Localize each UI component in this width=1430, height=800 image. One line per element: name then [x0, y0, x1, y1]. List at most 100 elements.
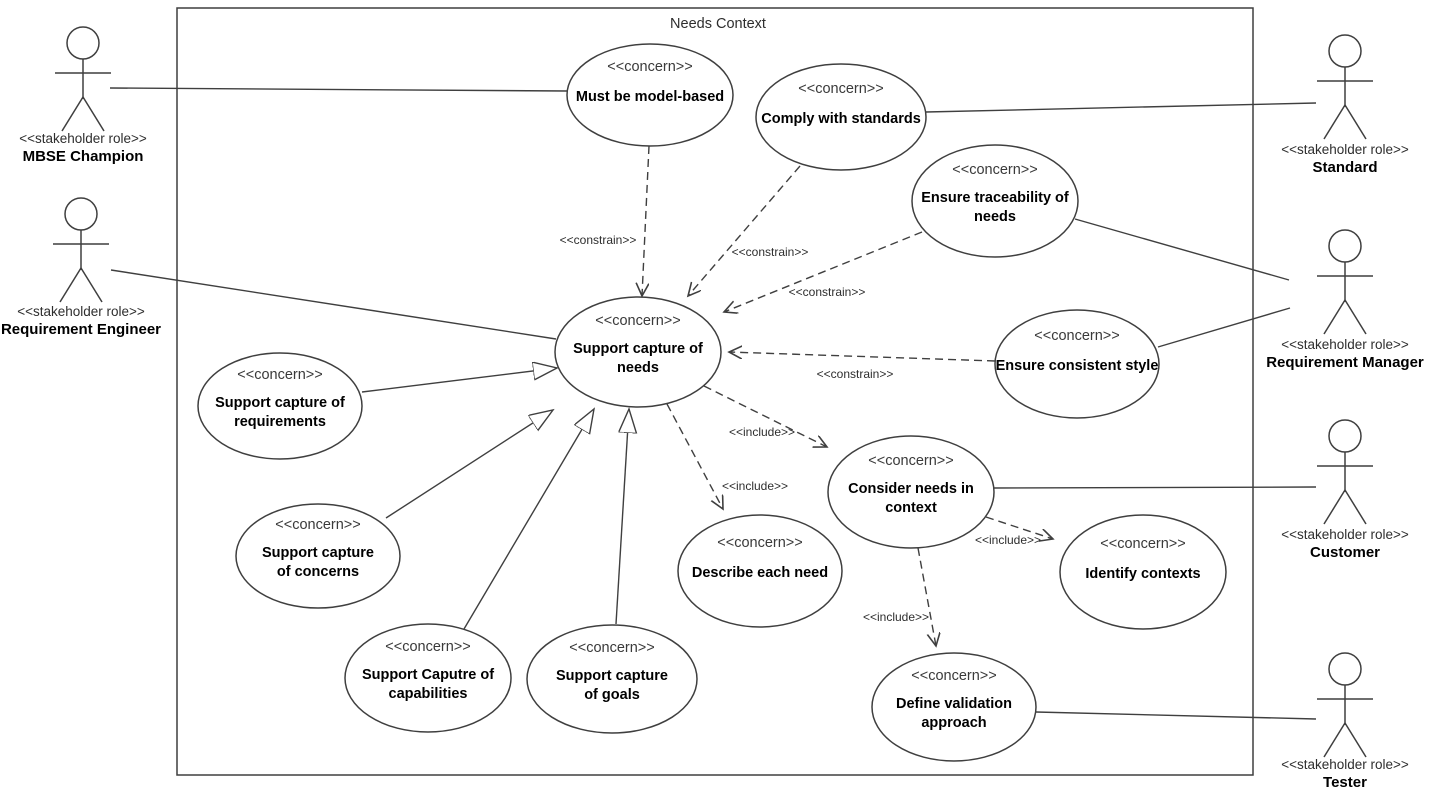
concern-ensure-traceability-of-needs: <<concern>> Ensure traceability of needs [911, 144, 1079, 258]
include-label: <<include>> [722, 479, 788, 493]
constrain-label: <<constrain>> [789, 285, 866, 299]
concern-ellipse [235, 503, 401, 609]
generalization-capabilities-to-needs [463, 409, 594, 630]
include-arrow-needs-consider [703, 385, 827, 447]
concern-name: Describe each need [692, 565, 828, 581]
actor-figure-icon [54, 26, 112, 132]
concern-stereotype: <<concern>> [595, 313, 680, 329]
concern-stereotype: <<concern>> [868, 453, 953, 469]
concern-name: Must be model-based [576, 89, 724, 105]
concern-name: Comply with standards [761, 111, 921, 127]
concern-name: Define validation [896, 696, 1012, 712]
actor-name: Requirement Engineer [1, 321, 161, 338]
actor-figure-icon [1316, 229, 1374, 335]
actor-name: MBSE Champion [23, 148, 144, 165]
concern-name: context [885, 500, 937, 516]
actor-requirement-manager: <<stakeholder role>> Requirement Manager [1266, 229, 1424, 371]
concern-name: Consider needs in [848, 481, 974, 497]
association-ensure-traceability-requirement-manager [1074, 218, 1290, 281]
concern-must-be-model-based: <<concern>> Must be model-based [566, 43, 734, 147]
concern-consider-needs-in-context: <<concern>> Consider needs in context [827, 435, 995, 549]
concern-support-capture-of-requirements: <<concern>> Support capture of requireme… [197, 352, 363, 460]
actor-figure-icon [1316, 652, 1374, 758]
concern-name: Support Caputre of [362, 667, 494, 683]
constrain-label: <<constrain>> [732, 245, 809, 259]
concern-name: requirements [234, 414, 326, 430]
concern-ellipse [755, 63, 927, 171]
actor-name: Requirement Manager [1266, 354, 1424, 371]
constrain-arrow-comply-with-standards [688, 165, 801, 296]
actor-stereotype: <<stakeholder role>> [1281, 142, 1409, 157]
concern-identify-contexts: <<concern>> Identify contexts [1059, 514, 1227, 630]
concern-ellipse [1059, 514, 1227, 630]
concern-stereotype: <<concern>> [607, 59, 692, 75]
concern-name: Support capture [556, 668, 668, 684]
concern-stereotype: <<concern>> [1100, 536, 1185, 552]
actor-stereotype: <<stakeholder role>> [1281, 337, 1409, 352]
concern-name: of goals [584, 687, 640, 703]
actor-figure-icon [1316, 34, 1374, 140]
concern-ellipse [827, 435, 995, 549]
constrain-label: <<constrain>> [817, 367, 894, 381]
constrain-label: <<constrain>> [560, 233, 637, 247]
concern-stereotype: <<concern>> [237, 367, 322, 383]
actor-stereotype: <<stakeholder role>> [1281, 757, 1409, 772]
concern-ellipse [526, 624, 698, 734]
concern-support-capture-of-concerns: <<concern>> Support capture of concerns [235, 503, 401, 609]
include-label: <<include>> [729, 425, 795, 439]
concern-name: needs [974, 209, 1016, 225]
actor-requirement-engineer: <<stakeholder role>> Requirement Enginee… [1, 197, 161, 338]
diagram-title: Needs Context [670, 16, 766, 32]
include-label: <<include>> [863, 610, 929, 624]
association-requirement-engineer-support-capture-of-needs [110, 269, 557, 340]
include-label: <<include>> [975, 533, 1041, 547]
concern-ensure-consistent-style: <<concern>> Ensure consistent style [994, 309, 1160, 419]
association-ensure-consistent-style-requirement-manager [1157, 307, 1291, 348]
actor-name: Tester [1323, 774, 1367, 791]
generalization-concerns-to-needs [385, 410, 553, 519]
concern-ellipse [197, 352, 363, 460]
concern-ellipse [911, 144, 1079, 258]
constrain-arrow-ensure-consistent-style [729, 352, 996, 362]
concern-describe-each-need: <<concern>> Describe each need [677, 514, 843, 628]
actor-stereotype: <<stakeholder role>> [17, 304, 145, 319]
concern-stereotype: <<concern>> [1034, 328, 1119, 344]
concern-name: approach [921, 715, 986, 731]
concern-ellipse [871, 652, 1037, 762]
concern-stereotype: <<concern>> [717, 535, 802, 551]
include-arrow-needs-describe [666, 403, 723, 509]
concern-name: Ensure traceability of [921, 190, 1069, 206]
concern-comply-with-standards: <<concern>> Comply with standards [755, 63, 927, 171]
concern-name: needs [617, 360, 659, 376]
concern-name: Support capture of [215, 395, 345, 411]
actor-standard: <<stakeholder role>> Standard [1281, 34, 1409, 176]
concern-support-capture-of-goals: <<concern>> Support capture of goals [526, 624, 698, 734]
concern-ellipse [677, 514, 843, 628]
include-arrow-consider-define [917, 547, 936, 646]
concern-name: capabilities [389, 686, 468, 702]
generalization-requirements-to-needs [361, 368, 557, 393]
actor-customer: <<stakeholder role>> Customer [1281, 419, 1409, 561]
concern-stereotype: <<concern>> [385, 639, 470, 655]
concern-stereotype: <<concern>> [952, 162, 1037, 178]
concern-stereotype: <<concern>> [569, 640, 654, 656]
actor-figure-icon [1316, 419, 1374, 525]
include-arrow-consider-identify [985, 516, 1053, 539]
actor-stereotype: <<stakeholder role>> [1281, 527, 1409, 542]
concern-support-capture-of-needs: <<concern>> Support capture of needs [554, 296, 722, 408]
constrain-arrow-ensure-traceability [724, 231, 923, 312]
concern-name: Support capture of [573, 341, 703, 357]
actor-tester: <<stakeholder role>> Tester [1281, 652, 1409, 791]
concern-stereotype: <<concern>> [911, 668, 996, 684]
association-comply-with-standards-standard [925, 102, 1317, 113]
actor-mbse-champion: <<stakeholder role>> MBSE Champion [19, 26, 147, 165]
concern-name: Ensure consistent style [996, 358, 1159, 374]
association-consider-needs-customer [993, 486, 1317, 489]
concern-stereotype: <<concern>> [798, 81, 883, 97]
concern-name: Support capture [262, 545, 374, 561]
concern-ellipse [566, 43, 734, 147]
association-define-validation-tester [1035, 711, 1317, 720]
concern-support-caputre-of-capabilities: <<concern>> Support Caputre of capabilit… [344, 623, 512, 733]
association-mbse-champion-must-be-model-based [109, 87, 568, 92]
